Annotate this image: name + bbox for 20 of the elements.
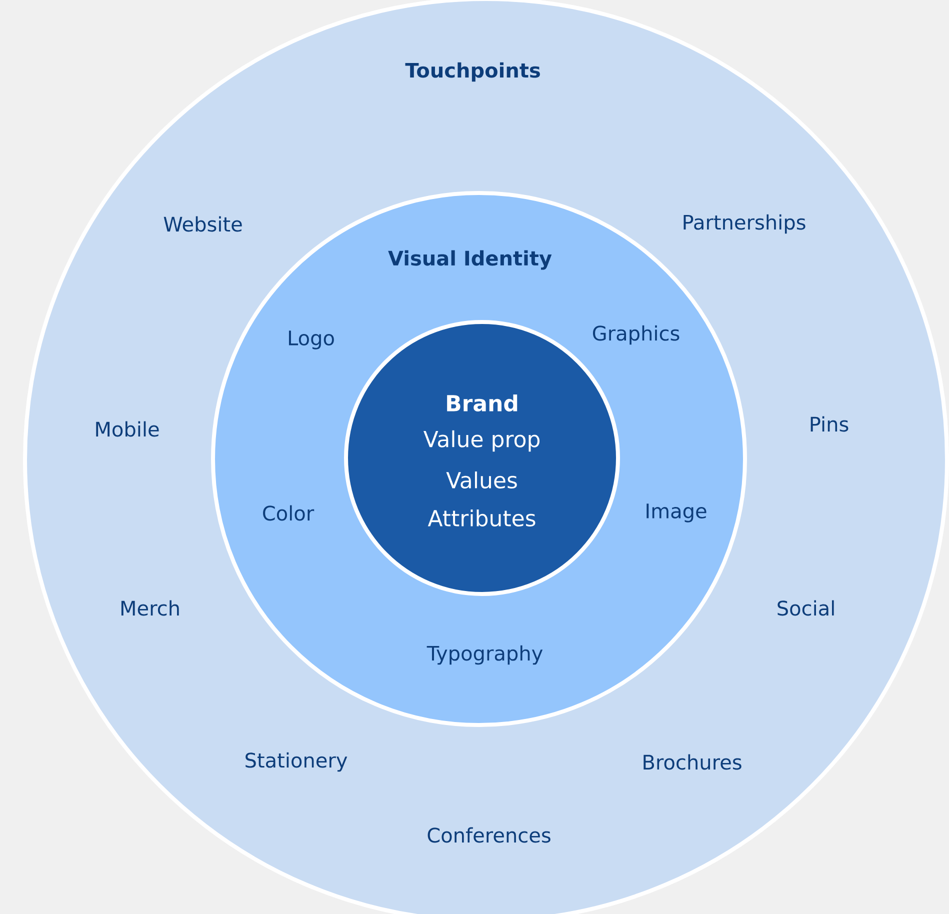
item-label: Color xyxy=(263,505,314,521)
item-label: Stationery xyxy=(246,752,348,772)
item-label: Mobile xyxy=(96,421,159,437)
item-label: Value prop xyxy=(424,430,540,452)
item-label: Social xyxy=(778,600,834,616)
item-label: Image xyxy=(646,504,706,522)
item-label: Typography xyxy=(426,645,543,665)
item-label: Partnerships xyxy=(684,214,806,234)
item-label: Logo xyxy=(289,330,334,350)
item-label: Graphics xyxy=(592,325,680,345)
item-label: Pins xyxy=(810,416,848,432)
circle-heading: Visual Identity xyxy=(388,250,552,270)
item-label: Website xyxy=(164,216,242,232)
item-label: Brochures xyxy=(644,754,742,770)
item-label: Values xyxy=(446,471,517,488)
item-label: Attributes xyxy=(428,509,536,527)
item-label: Merch xyxy=(121,600,179,616)
item-label: Conferences xyxy=(428,827,550,843)
circle-heading: Touchpoints xyxy=(405,62,540,82)
circle-heading: Brand xyxy=(447,394,518,412)
